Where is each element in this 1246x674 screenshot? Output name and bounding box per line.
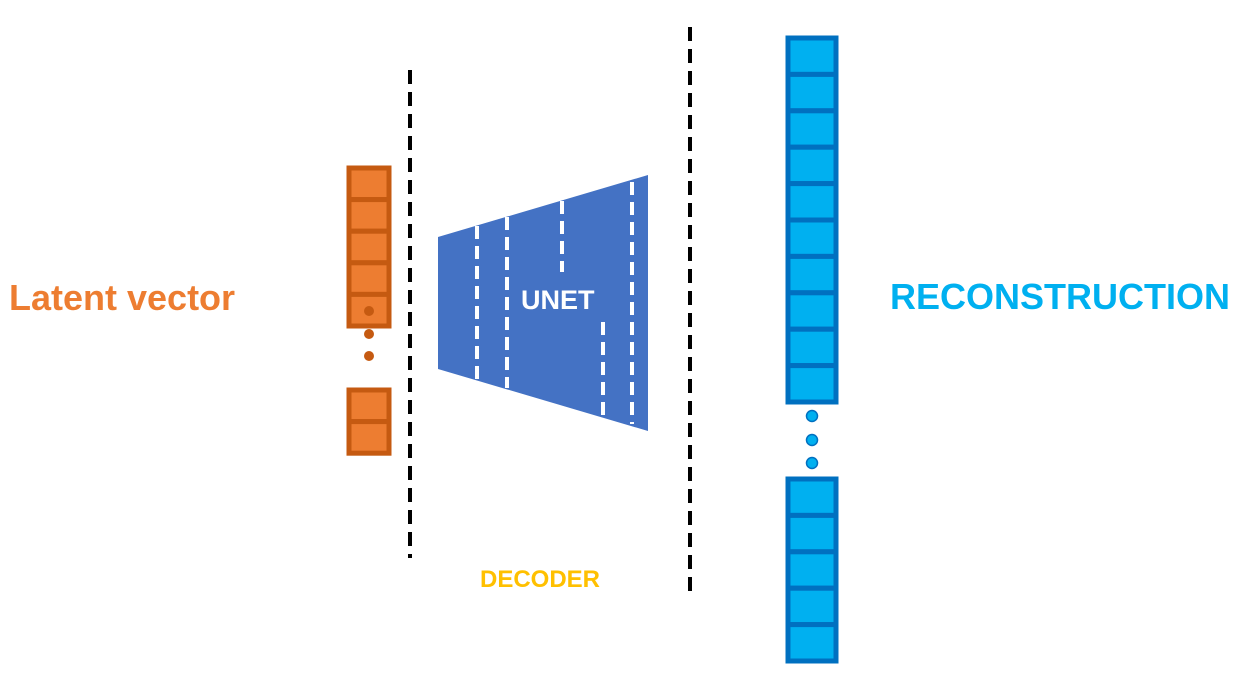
latent-ellipsis-dot	[364, 351, 374, 361]
reconstruction-cell	[785, 363, 839, 405]
reconstruction-cell	[785, 512, 839, 555]
latent-vector	[346, 165, 392, 456]
reconstruction-cell	[785, 35, 839, 77]
reconstruction-ellipsis-dot	[805, 456, 819, 470]
decoder-label: DECODER	[480, 566, 601, 593]
reconstruction-cell	[785, 290, 839, 332]
unet-block	[438, 175, 648, 431]
reconstruction-vector	[785, 35, 839, 664]
latent-cell	[346, 165, 392, 203]
unet-label: UNET	[521, 285, 595, 315]
latent-cell	[346, 387, 392, 425]
reconstruction-label: RECONSTRUCTION	[890, 276, 1230, 317]
reconstruction-cell	[785, 108, 839, 150]
reconstruction-ellipsis-dot	[805, 433, 819, 447]
latent-cell	[346, 419, 392, 456]
reconstruction-cell	[785, 585, 839, 628]
reconstruction-ellipsis-dot	[805, 409, 819, 423]
reconstruction-cell	[785, 217, 839, 259]
reconstruction-cell	[785, 622, 839, 664]
reconstruction-cell	[785, 326, 839, 369]
latent-vector-label: Latent vector	[9, 277, 236, 318]
unet-trapezoid	[438, 175, 648, 431]
reconstruction-cell	[785, 71, 839, 114]
reconstruction-cell	[785, 253, 839, 296]
latent-cell	[346, 197, 392, 234]
latent-cell	[346, 291, 392, 329]
reconstruction-cell	[785, 181, 839, 223]
latent-cell	[346, 228, 392, 266]
reconstruction-cell	[785, 144, 839, 187]
latent-ellipsis-dot	[364, 329, 374, 339]
reconstruction-cell	[785, 476, 839, 518]
reconstruction-cell	[785, 549, 839, 591]
latent-cell	[346, 260, 392, 297]
latent-ellipsis-dot	[364, 306, 374, 316]
